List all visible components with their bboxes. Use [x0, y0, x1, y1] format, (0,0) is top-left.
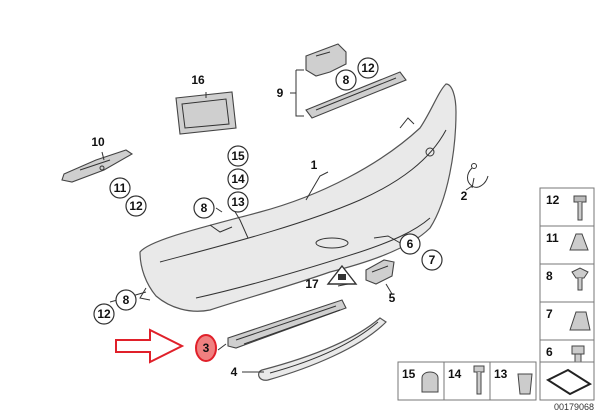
screw-icon — [573, 195, 587, 221]
legend-num-8: 8 — [546, 269, 553, 283]
cap-icon — [421, 371, 439, 393]
legend-right: 12 11 8 7 6 — [539, 187, 595, 379]
trim-panel-icon — [545, 368, 593, 396]
svg-text:14: 14 — [231, 172, 245, 186]
svg-text:1: 1 — [311, 158, 318, 172]
callout-16[interactable]: 16 — [187, 69, 209, 91]
svg-text:2: 2 — [461, 189, 468, 203]
svg-text:17: 17 — [305, 277, 319, 291]
callout-10[interactable]: 10 — [89, 133, 107, 151]
svg-text:12: 12 — [361, 61, 375, 75]
part-9-bracket — [290, 43, 407, 119]
spring-clip-icon — [569, 311, 591, 331]
callout-6[interactable]: 6 — [399, 233, 421, 255]
svg-text:8: 8 — [343, 73, 350, 87]
svg-text:12: 12 — [97, 307, 111, 321]
callout-14[interactable]: 14 — [227, 168, 249, 190]
clip-nut-icon — [569, 233, 589, 251]
part-17-warning-label — [326, 264, 358, 285]
callout-8-bottom[interactable]: 8 — [115, 289, 137, 311]
legend-num-15: 15 — [402, 367, 416, 381]
legend-num-11: 11 — [546, 231, 559, 245]
svg-text:15: 15 — [231, 149, 245, 163]
callout-12-top[interactable]: 12 — [357, 57, 379, 79]
svg-text:7: 7 — [429, 253, 436, 267]
svg-text:3: 3 — [203, 341, 210, 355]
callout-7[interactable]: 7 — [421, 249, 443, 271]
screw-icon — [473, 365, 485, 395]
svg-text:11: 11 — [114, 181, 127, 195]
part-4-trim-strip — [258, 317, 387, 381]
part-2-wire-clip — [467, 163, 489, 189]
expanding-nut-icon — [517, 373, 533, 395]
callout-12-bottom[interactable]: 12 — [93, 303, 115, 325]
svg-text:8: 8 — [201, 201, 208, 215]
push-rivet-icon — [571, 267, 589, 291]
legend-num-7: 7 — [546, 307, 553, 321]
callout-13[interactable]: 13 — [227, 191, 249, 213]
legend-bottom: 15 14 13 — [397, 361, 595, 401]
part-5-clip — [365, 259, 395, 285]
svg-text:4: 4 — [231, 365, 238, 379]
svg-text:13: 13 — [231, 195, 245, 209]
bumper-trim-part — [139, 83, 457, 312]
part-10-bracket — [61, 149, 134, 183]
legend-num-12: 12 — [546, 193, 560, 207]
svg-text:5: 5 — [389, 291, 396, 305]
svg-text:6: 6 — [407, 237, 414, 251]
callout-11-left[interactable]: 11 — [109, 177, 131, 199]
callout-4[interactable]: 4 — [225, 363, 243, 381]
callout-8-top[interactable]: 8 — [335, 69, 357, 91]
callout-17[interactable]: 17 — [303, 275, 321, 293]
svg-text:8: 8 — [123, 293, 130, 307]
callout-12-left[interactable]: 12 — [125, 195, 147, 217]
part-16-pad — [175, 91, 237, 135]
callout-5[interactable]: 5 — [383, 289, 401, 307]
legend-num-14: 14 — [448, 367, 462, 381]
legend-num-6: 6 — [546, 345, 553, 359]
legend-num-13: 13 — [494, 367, 508, 381]
svg-text:10: 10 — [91, 135, 105, 149]
highlight-arrow — [115, 328, 185, 364]
callout-15[interactable]: 15 — [227, 145, 249, 167]
callout-3-highlighted[interactable]: 3 — [195, 334, 217, 362]
svg-text:12: 12 — [129, 199, 143, 213]
bolt-icon — [571, 345, 585, 369]
part-3-grille — [227, 299, 347, 349]
svg-text:9: 9 — [277, 86, 284, 100]
callout-8-mid[interactable]: 8 — [193, 197, 215, 219]
callout-1[interactable]: 1 — [305, 156, 323, 174]
callout-2[interactable]: 2 — [455, 187, 473, 205]
document-code: 00179068 — [554, 402, 594, 412]
callout-9[interactable]: 9 — [271, 84, 289, 102]
svg-text:16: 16 — [191, 73, 205, 87]
